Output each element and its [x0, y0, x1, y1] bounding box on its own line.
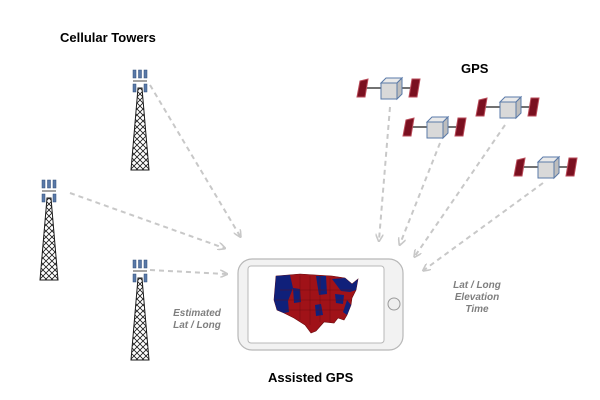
arrow-satellite-1	[379, 106, 391, 240]
gps-note-line: Lat / Long	[453, 280, 501, 291]
usa-map-icon	[273, 273, 359, 334]
satellite-icon	[402, 116, 467, 139]
cell-tower-icon	[39, 179, 59, 281]
satellite-icon	[356, 77, 421, 100]
assisted-gps-title: Assisted GPS	[268, 370, 354, 385]
satellite-icon	[513, 156, 578, 179]
gps-data-note: Lat / Long Elevation Time	[446, 280, 508, 316]
arrow-satellite-4	[424, 182, 544, 270]
estimated-note-line: Lat / Long	[173, 320, 221, 331]
arrow-satellite-3	[415, 124, 506, 256]
arrow-tower-bottom	[149, 269, 226, 274]
cell-tower-icon	[130, 259, 150, 361]
satellite-icon	[475, 96, 540, 119]
arrow-tower-top	[149, 84, 240, 236]
gps-title: GPS	[461, 61, 489, 76]
arrow-tower-left	[69, 192, 224, 248]
estimated-note-line: Estimated	[173, 308, 221, 319]
estimated-location-note: Estimated Lat / Long	[165, 308, 229, 332]
gps-note-line: Time	[465, 304, 489, 315]
arrow-satellite-2	[400, 142, 441, 244]
gps-note-line: Elevation	[454, 292, 500, 303]
cell-tower-icon	[130, 69, 150, 171]
cellular-towers-title: Cellular Towers	[60, 30, 156, 45]
